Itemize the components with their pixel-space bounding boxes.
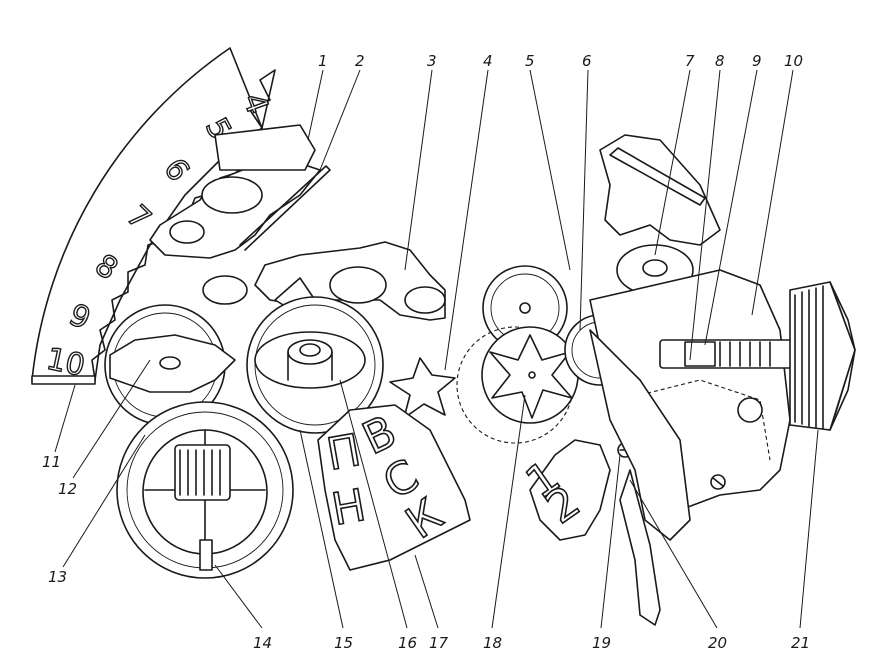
callout-17: 17 bbox=[429, 634, 449, 652]
callout-20: 20 bbox=[708, 634, 727, 652]
callout-1: 1 bbox=[318, 52, 328, 70]
day-star-wheel-18 bbox=[456, 326, 579, 444]
callout-12: 12 bbox=[58, 480, 77, 498]
callout-8: 8 bbox=[715, 52, 725, 70]
callout-13: 13 bbox=[48, 568, 67, 586]
hour-wheel-14 bbox=[116, 401, 294, 579]
winding-stem-9 bbox=[659, 339, 796, 369]
callout-9: 9 bbox=[752, 52, 762, 70]
callout-2: 2 bbox=[355, 52, 365, 70]
day-disc-17: П Н В С К bbox=[317, 404, 471, 571]
quick-set-disc: 1 2 bbox=[516, 439, 611, 541]
callout-14: 14 bbox=[253, 634, 272, 652]
callout-6: 6 bbox=[582, 52, 592, 70]
star-wheel-4 bbox=[389, 357, 456, 419]
date-ring-edge bbox=[31, 375, 96, 385]
callout-16: 16 bbox=[398, 634, 417, 652]
date-jumper bbox=[149, 124, 331, 259]
callout-15: 15 bbox=[334, 634, 353, 652]
callout-leaders bbox=[54, 69, 819, 629]
callout-18: 18 bbox=[483, 634, 502, 652]
date-ring-numeral: 10 bbox=[43, 342, 88, 384]
callout-5: 5 bbox=[525, 52, 535, 70]
spring-20 bbox=[589, 329, 691, 626]
callout-19: 19 bbox=[592, 634, 611, 652]
callout-21: 21 bbox=[791, 634, 810, 652]
callout-7: 7 bbox=[685, 52, 695, 70]
callout-labels: 1 2 3 4 5 6 7 8 9 10 11 12 13 14 15 16 1… bbox=[42, 52, 810, 652]
intermediate-wheel-12 bbox=[104, 304, 236, 426]
callout-11: 11 bbox=[42, 453, 61, 471]
centre-wheel-15 bbox=[246, 296, 384, 434]
setting-lever-7 bbox=[599, 134, 721, 296]
crown-21 bbox=[789, 281, 856, 431]
callout-4: 4 bbox=[483, 52, 493, 70]
callout-10: 10 bbox=[784, 52, 803, 70]
callout-3: 3 bbox=[427, 52, 437, 70]
